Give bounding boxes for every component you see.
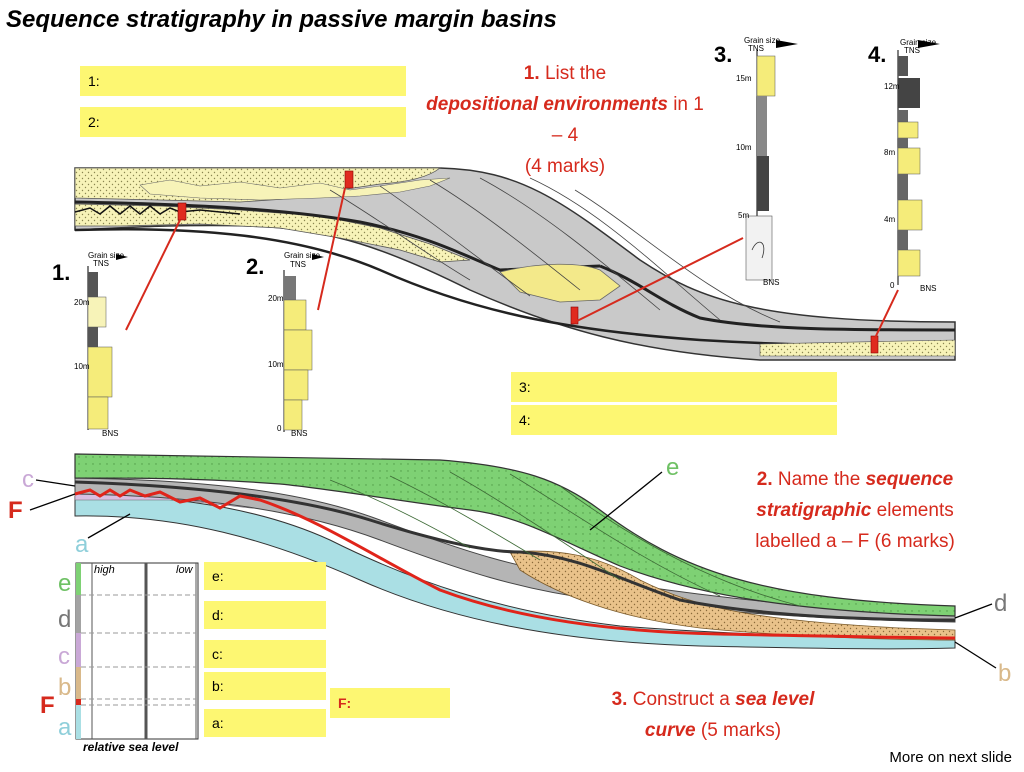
log-1-grain-size: Grain size (88, 251, 125, 260)
log-2-depth-20: 20m (268, 294, 284, 303)
chart-label-d: d (58, 606, 72, 633)
log-4-scale: TNS (904, 46, 920, 55)
question-1: 1. List the depositional environments in… (420, 58, 710, 182)
question-3-emph2: curve (644, 720, 696, 741)
log-2-base: BNS (291, 429, 308, 438)
question-2-emph1: sequence (865, 469, 954, 490)
question-2-emph2: stratigraphic (756, 500, 872, 521)
question-3-emph1: sea level (735, 689, 815, 710)
question-2-pre: Name the (777, 469, 861, 490)
log-4-grain-size: Grain size (900, 38, 937, 47)
log-3-depth-15: 15m (736, 74, 752, 83)
question-1-number: 1. (523, 63, 540, 84)
log-1-number: 1. (52, 260, 71, 285)
top-cross-section (74, 167, 956, 361)
label-e: e (666, 454, 680, 481)
log-1-depth-20: 20m (74, 298, 90, 307)
answer-box-F[interactable]: F: (330, 688, 450, 718)
log-4 (897, 40, 940, 285)
log-3-base: BNS (763, 278, 780, 287)
log-3 (745, 40, 798, 281)
log-3-number: 3. (714, 42, 733, 67)
log-2-number: 2. (246, 254, 265, 279)
log-2 (283, 254, 324, 432)
sea-level-high: high (94, 564, 115, 576)
answer-box-c[interactable]: c: (204, 640, 326, 668)
chart-label-a: a (58, 714, 72, 741)
question-1-marks: (4 marks) (524, 156, 606, 177)
chart-label-e: e (58, 570, 72, 597)
answer-box-b[interactable]: b: (204, 672, 326, 700)
answer-box-3[interactable]: 3: (511, 372, 837, 402)
sea-level-low: low (176, 564, 193, 576)
log-2-depth-0: 0 (277, 424, 282, 433)
question-2: 2. Name the sequence stratigraphic eleme… (720, 464, 990, 557)
label-b: b (998, 660, 1012, 687)
answer-box-1[interactable]: 1: (80, 66, 406, 96)
question-1-post: in 1 – 4 (551, 94, 704, 146)
question-3: 3. Construct a sea level curve (5 marks) (580, 684, 846, 746)
log-3-scale: TNS (748, 44, 764, 53)
bottom-cross-section (29, 453, 997, 669)
question-1-pre: List the (544, 63, 607, 84)
chart-label-c: c (58, 643, 70, 670)
log-1-base: BNS (102, 429, 119, 438)
question-2-post: elements (876, 500, 954, 521)
sea-level-caption: relative sea level (83, 740, 179, 754)
log-4-depth-8: 8m (884, 148, 896, 157)
log-1-scale: TNS (93, 259, 109, 268)
chart-label-b: b (58, 674, 72, 701)
log-3-grain-size: Grain size (744, 36, 781, 45)
page-title: Sequence stratigraphy in passive margin … (6, 6, 557, 33)
log-4-depth-12: 12m (884, 82, 900, 91)
log-3-depth-5: 5m (738, 211, 750, 220)
answer-box-a[interactable]: a: (204, 709, 326, 737)
log-4-base: BNS (920, 284, 937, 293)
log-1 (87, 254, 128, 430)
log-4-depth-0: 0 (890, 281, 895, 290)
log-3-depth-10: 10m (736, 143, 752, 152)
question-1-emph: depositional environments (426, 94, 668, 115)
answer-box-d[interactable]: d: (204, 601, 326, 629)
log-2-depth-10: 10m (268, 360, 284, 369)
answer-box-e[interactable]: e: (204, 562, 326, 590)
sea-level-chart (75, 562, 199, 740)
answer-box-4[interactable]: 4: (511, 405, 837, 435)
footer-note: More on next slide (889, 749, 1012, 766)
log-4-number: 4. (868, 42, 887, 67)
question-2-number: 2. (756, 469, 773, 490)
chart-label-F: F (40, 692, 55, 719)
label-F: F (8, 497, 23, 524)
question-3-marks: (5 marks) (700, 720, 782, 741)
label-a: a (75, 531, 89, 558)
question-2-line3: labelled a – F (6 marks) (755, 531, 955, 552)
log-1-depth-10: 10m (74, 362, 90, 371)
label-d: d (994, 590, 1008, 617)
question-3-number: 3. (611, 689, 628, 710)
log-2-grain-size: Grain size (284, 251, 321, 260)
log-4-depth-4: 4m (884, 215, 896, 224)
log-2-scale: TNS (290, 260, 306, 269)
question-3-pre: Construct a (632, 689, 730, 710)
answer-box-2[interactable]: 2: (80, 107, 406, 137)
label-c: c (22, 466, 34, 493)
